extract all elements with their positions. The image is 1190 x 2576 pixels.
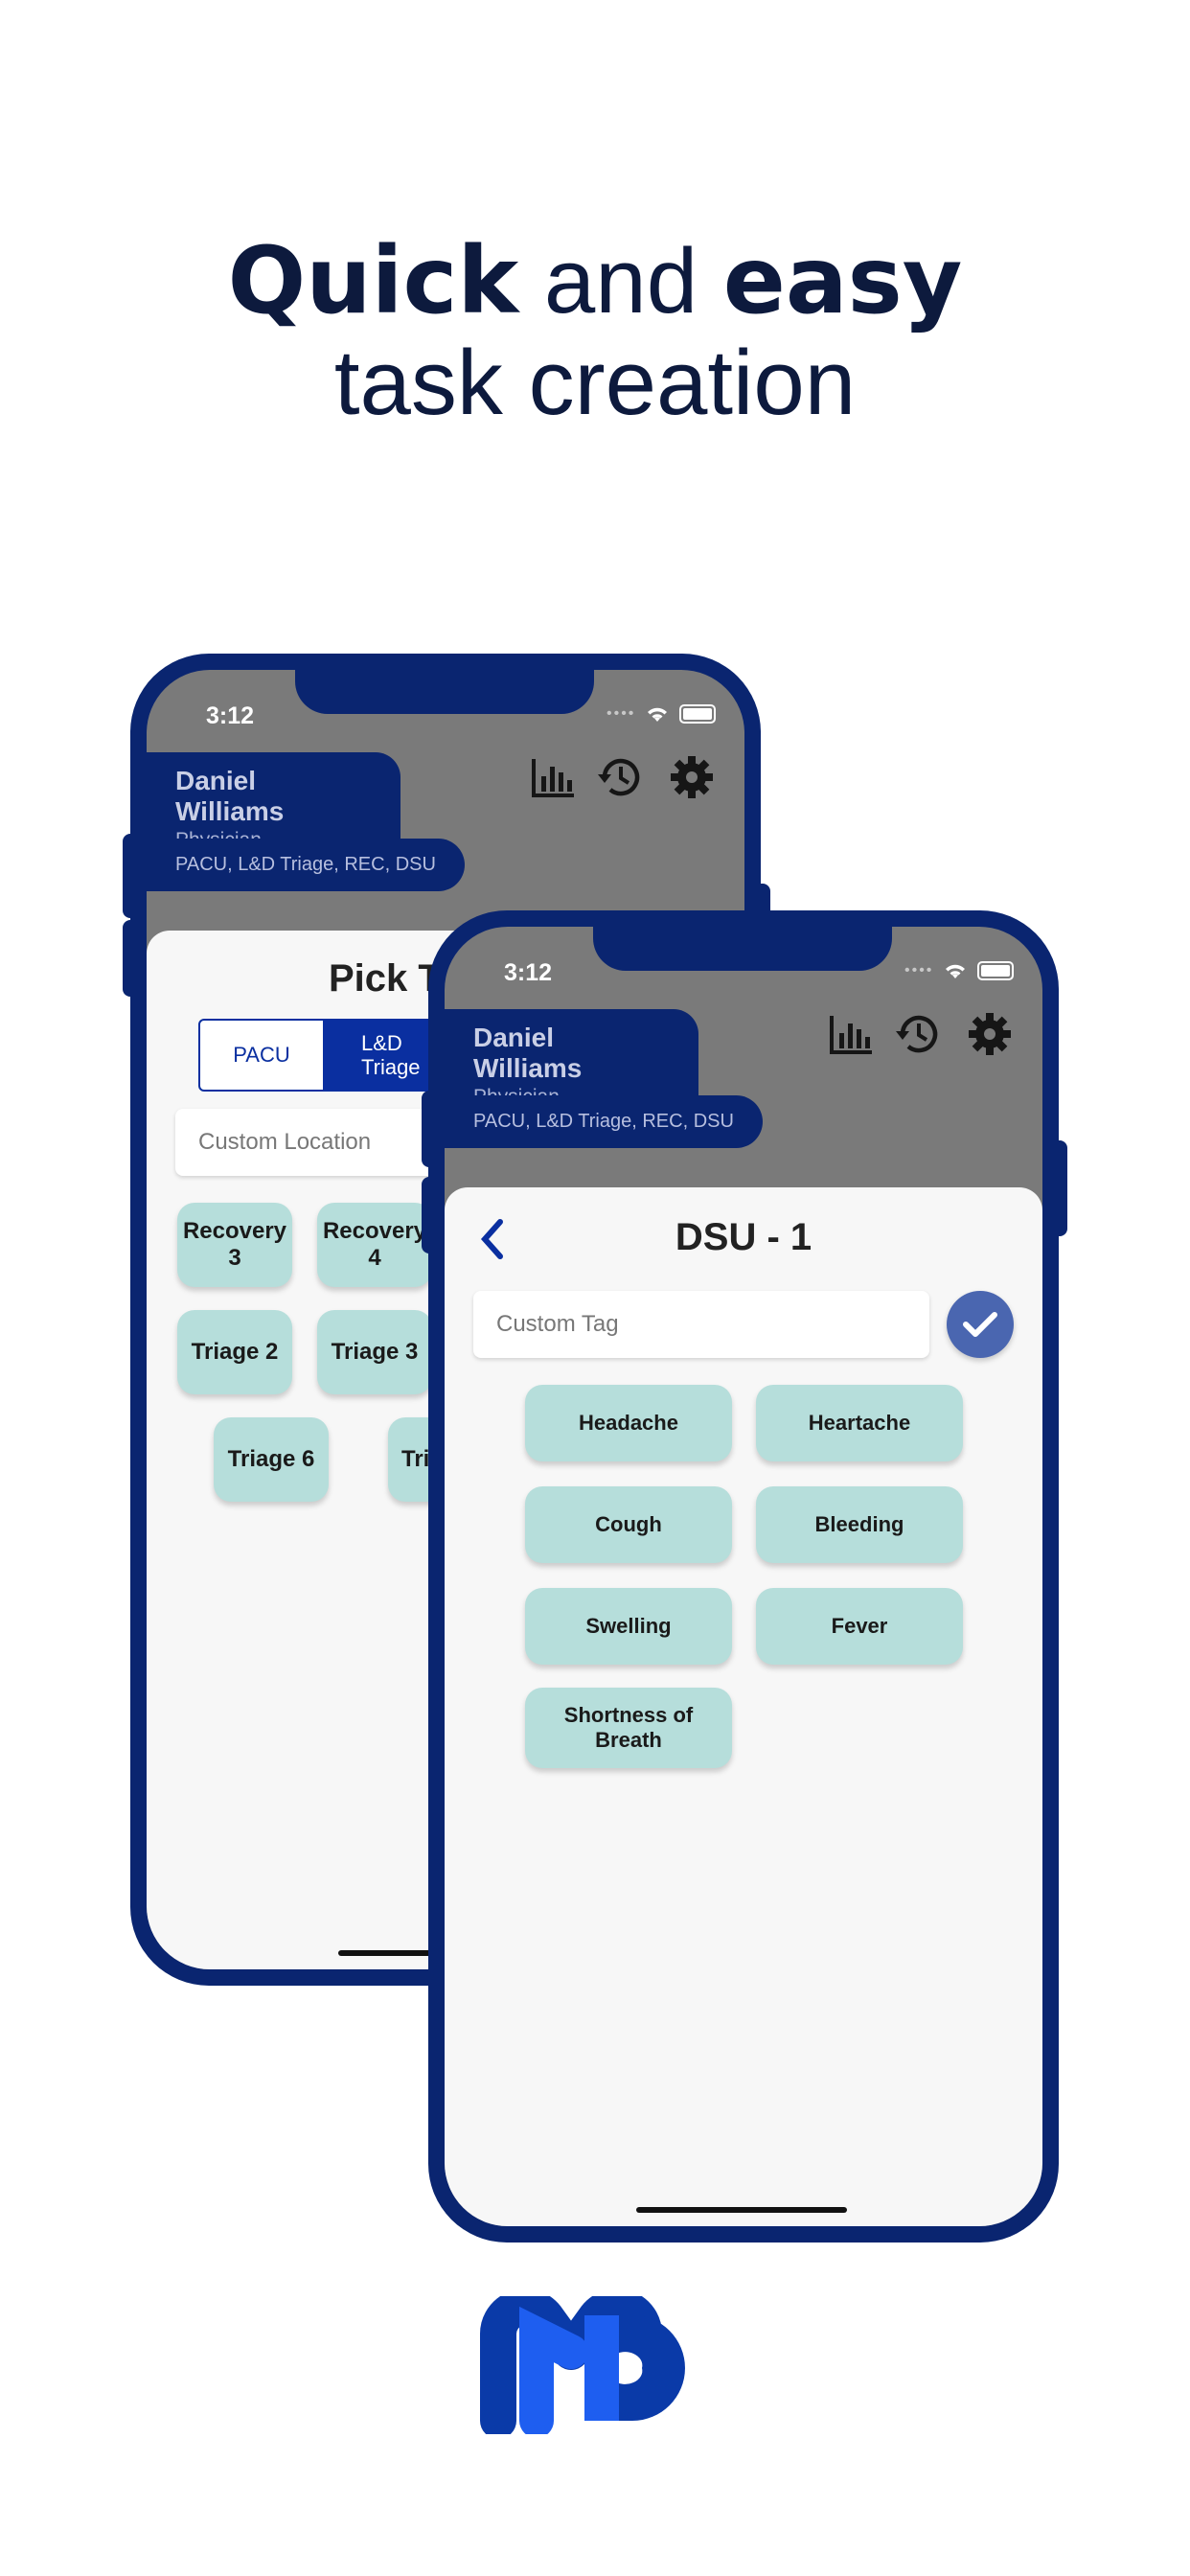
location-chip[interactable]: Triage 6 <box>214 1417 329 1502</box>
headline: Quick and easy task creation <box>0 230 1190 434</box>
front-tag-sheet: DSU - 1 Custom Tag Headache Heartache Co… <box>445 1187 1042 2226</box>
back-phone-notch <box>295 670 594 714</box>
location-chip[interactable]: Recovery 3 <box>177 1203 292 1287</box>
front-phone-notch <box>593 927 892 971</box>
tag-chip[interactable]: Fever <box>756 1588 963 1665</box>
segment-pacu[interactable]: PACU <box>233 1043 290 1067</box>
tag-chip[interactable]: Shortness of Breath <box>525 1688 732 1768</box>
back-chevron-icon[interactable] <box>477 1218 506 1260</box>
check-icon <box>963 1312 997 1337</box>
front-status-icons: •••• <box>904 961 1015 980</box>
gear-icon[interactable] <box>668 753 716 801</box>
tag-chip[interactable]: Swelling <box>525 1588 732 1665</box>
front-user-name: Daniel Williams <box>473 1023 583 1083</box>
location-chip[interactable]: Triage 2 <box>177 1310 292 1394</box>
wifi-icon <box>648 707 668 722</box>
signal-icon: •••• <box>904 962 934 978</box>
headline-line-1: Quick and easy <box>0 230 1190 333</box>
custom-tag-input[interactable]: Custom Tag <box>473 1291 929 1358</box>
location-chip[interactable]: Triage 3 <box>317 1310 432 1394</box>
headline-line-2: task creation <box>333 332 857 434</box>
confirm-tag-button[interactable] <box>947 1291 1014 1358</box>
front-phone: 3:12 •••• Daniel Williams Physician PACU… <box>428 910 1059 2242</box>
battery-icon <box>977 961 1015 980</box>
chart-icon[interactable] <box>530 753 578 801</box>
back-status-icons: •••• <box>606 704 717 724</box>
wifi-icon <box>946 964 966 978</box>
location-chip[interactable]: Recovery 4 <box>317 1203 432 1287</box>
history-icon[interactable] <box>597 753 645 801</box>
battery-icon <box>679 704 717 724</box>
front-status-time: 3:12 <box>504 959 553 986</box>
tag-chip[interactable]: Bleeding <box>756 1486 963 1563</box>
front-sheet-title: DSU - 1 <box>675 1216 812 1258</box>
md-logo-icon <box>480 2296 685 2434</box>
front-home-indicator <box>636 2207 847 2213</box>
tag-chip[interactable]: Heartache <box>756 1385 963 1461</box>
gear-icon[interactable] <box>966 1010 1014 1058</box>
headline-word-easy: easy <box>722 227 963 334</box>
back-user-name: Daniel Williams <box>175 766 285 826</box>
front-phone-screen: 3:12 •••• Daniel Williams Physician PACU… <box>445 927 1042 2226</box>
back-status-time: 3:12 <box>206 702 255 729</box>
tag-chip[interactable]: Cough <box>525 1486 732 1563</box>
headline-word-quick: Quick <box>227 227 519 334</box>
history-icon[interactable] <box>895 1010 943 1058</box>
headline-word-and: and <box>518 230 723 333</box>
signal-icon: •••• <box>606 705 636 722</box>
chart-icon[interactable] <box>828 1010 876 1058</box>
tag-chip[interactable]: Headache <box>525 1385 732 1461</box>
front-units-pill[interactable]: PACU, L&D Triage, REC, DSU <box>445 1095 763 1148</box>
back-sheet-title: Pick T <box>329 957 442 1000</box>
back-units-pill[interactable]: PACU, L&D Triage, REC, DSU <box>147 839 465 891</box>
